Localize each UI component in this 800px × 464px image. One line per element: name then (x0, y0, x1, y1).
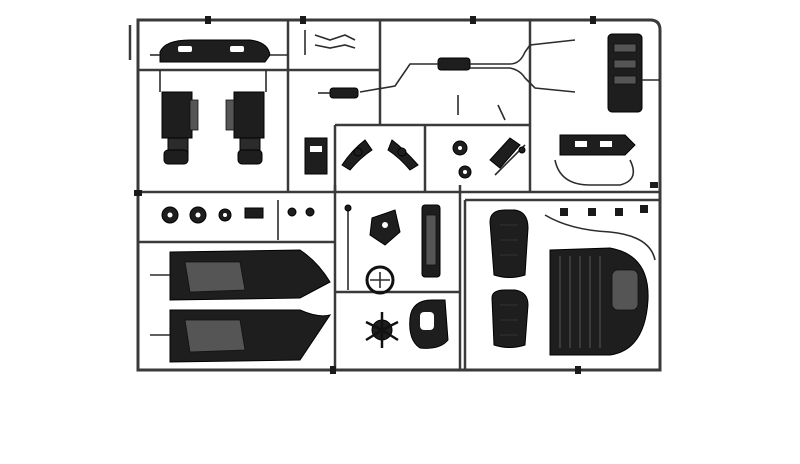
front-bracket-part (554, 134, 636, 186)
seat-lower (491, 289, 529, 348)
door-panel-lower (150, 309, 332, 363)
engine-small-block (304, 137, 328, 175)
seat-upper (489, 209, 529, 278)
linkage-parts-top (304, 30, 356, 55)
sprue-outer-frame (128, 18, 662, 372)
suspension-arm-right (387, 139, 419, 171)
fuel-tank-part (409, 299, 449, 349)
sprue-grid-rails (138, 20, 660, 370)
interior-tub-part (544, 214, 656, 356)
door-panel-upper (150, 249, 331, 301)
gear-shifter-part (369, 209, 401, 246)
exhaust-system-part (318, 39, 576, 99)
dashboard-panel-part (150, 39, 288, 63)
engine-block-right (225, 70, 267, 165)
engine-block-left (159, 70, 199, 165)
steering-column (344, 204, 352, 290)
cooling-fan-part (365, 312, 399, 348)
steering-wheel-part (365, 265, 395, 295)
steering-linkage (457, 95, 526, 176)
brake-discs (452, 140, 472, 179)
wheel-hubs (161, 200, 315, 240)
seat-back-narrow (421, 204, 441, 278)
sprue-tabs-right (560, 205, 648, 216)
sprue-gates (134, 16, 658, 374)
suspension-arm-left (341, 139, 373, 171)
radiator-part (607, 33, 660, 113)
